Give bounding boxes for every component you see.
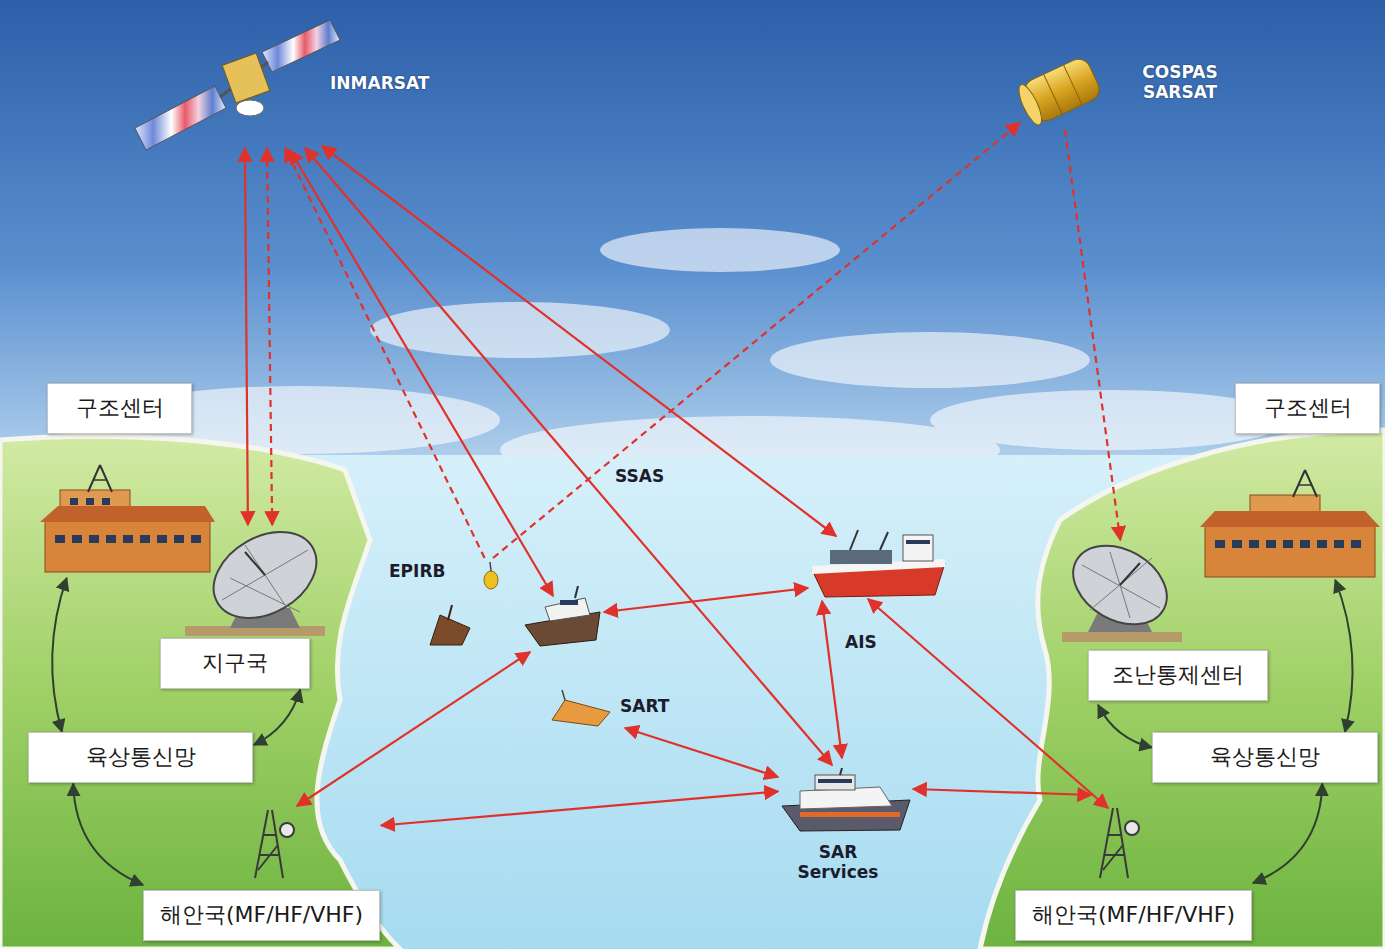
link-arrow <box>52 578 67 732</box>
satellite-label: COSPAS SARSAT <box>1130 63 1230 102</box>
vessel-label: SAR Services <box>788 843 888 882</box>
link-arrow <box>1253 784 1322 883</box>
device-label: EPIRB <box>389 561 445 581</box>
label-box: 구조센터 <box>1235 383 1380 434</box>
land-left <box>0 436 400 949</box>
label-box: 구조센터 <box>47 383 192 434</box>
link-arrow <box>493 123 1020 559</box>
epirb-buoy <box>484 562 498 589</box>
protocol-label: AIS <box>845 632 877 652</box>
ship-links <box>290 146 1108 808</box>
sart-float <box>552 690 610 726</box>
land-right <box>980 430 1385 949</box>
link-arrow <box>1098 705 1152 747</box>
cospas-satellite <box>1015 55 1103 127</box>
satellite-node: INMARSAT <box>135 18 465 148</box>
link-arrow <box>305 148 832 765</box>
building-right <box>1200 470 1380 577</box>
inmarsat-satellite <box>135 20 340 150</box>
dish-right <box>1059 530 1182 642</box>
network-node: 육상통신망 <box>1152 732 1379 784</box>
station-node: 해안국(MF/HF/VHF) <box>143 800 381 942</box>
station-node: 구조센터 <box>40 383 218 578</box>
merchant-ship <box>812 530 945 597</box>
label-box: 조난통제센터 <box>1088 650 1268 701</box>
clouds <box>100 228 1290 484</box>
distress-vessel <box>525 586 600 646</box>
sar-vessel <box>782 768 910 831</box>
label-box: 육상통신망 <box>1152 732 1378 783</box>
station-node: 구조센터 <box>1198 383 1381 580</box>
link-arrow <box>245 148 248 525</box>
link-arrow <box>381 791 778 825</box>
beacon-node: EPIRB <box>385 558 505 592</box>
beacon-node: SART <box>548 688 688 728</box>
satellite-label: INMARSAT <box>330 73 429 93</box>
building-left <box>40 465 215 572</box>
tower-left <box>255 810 294 878</box>
label-box: 지구국 <box>160 638 310 689</box>
protocol-label: SSAS <box>615 466 664 486</box>
link-arrow <box>1335 580 1352 732</box>
network-node: 육상통신망 <box>28 732 254 784</box>
vessel-node: SAR Services <box>778 765 913 885</box>
tower-right <box>1100 808 1139 878</box>
link-arrow <box>285 148 484 558</box>
link-arrow <box>1065 130 1120 540</box>
dish-left <box>185 515 332 636</box>
label-box: 육상통신망 <box>28 732 253 783</box>
station-node: 해안국(MF/HF/VHF) <box>1015 795 1253 942</box>
link-arrow <box>73 784 143 885</box>
link-arrow <box>625 728 778 777</box>
satellite-node: COSPAS SARSAT <box>1020 55 1245 130</box>
device-label: SART <box>620 696 669 716</box>
label-box: 해안국(MF/HF/VHF) <box>143 890 380 941</box>
label-box: 해안국(MF/HF/VHF) <box>1015 890 1252 941</box>
station-node: 조난통제센터 <box>1068 540 1269 705</box>
link-arrow <box>254 690 300 745</box>
link-arrow <box>913 789 1091 795</box>
sinking-ship <box>430 605 470 645</box>
station-node: 지구국 <box>160 525 325 690</box>
link-arrow <box>267 148 272 525</box>
